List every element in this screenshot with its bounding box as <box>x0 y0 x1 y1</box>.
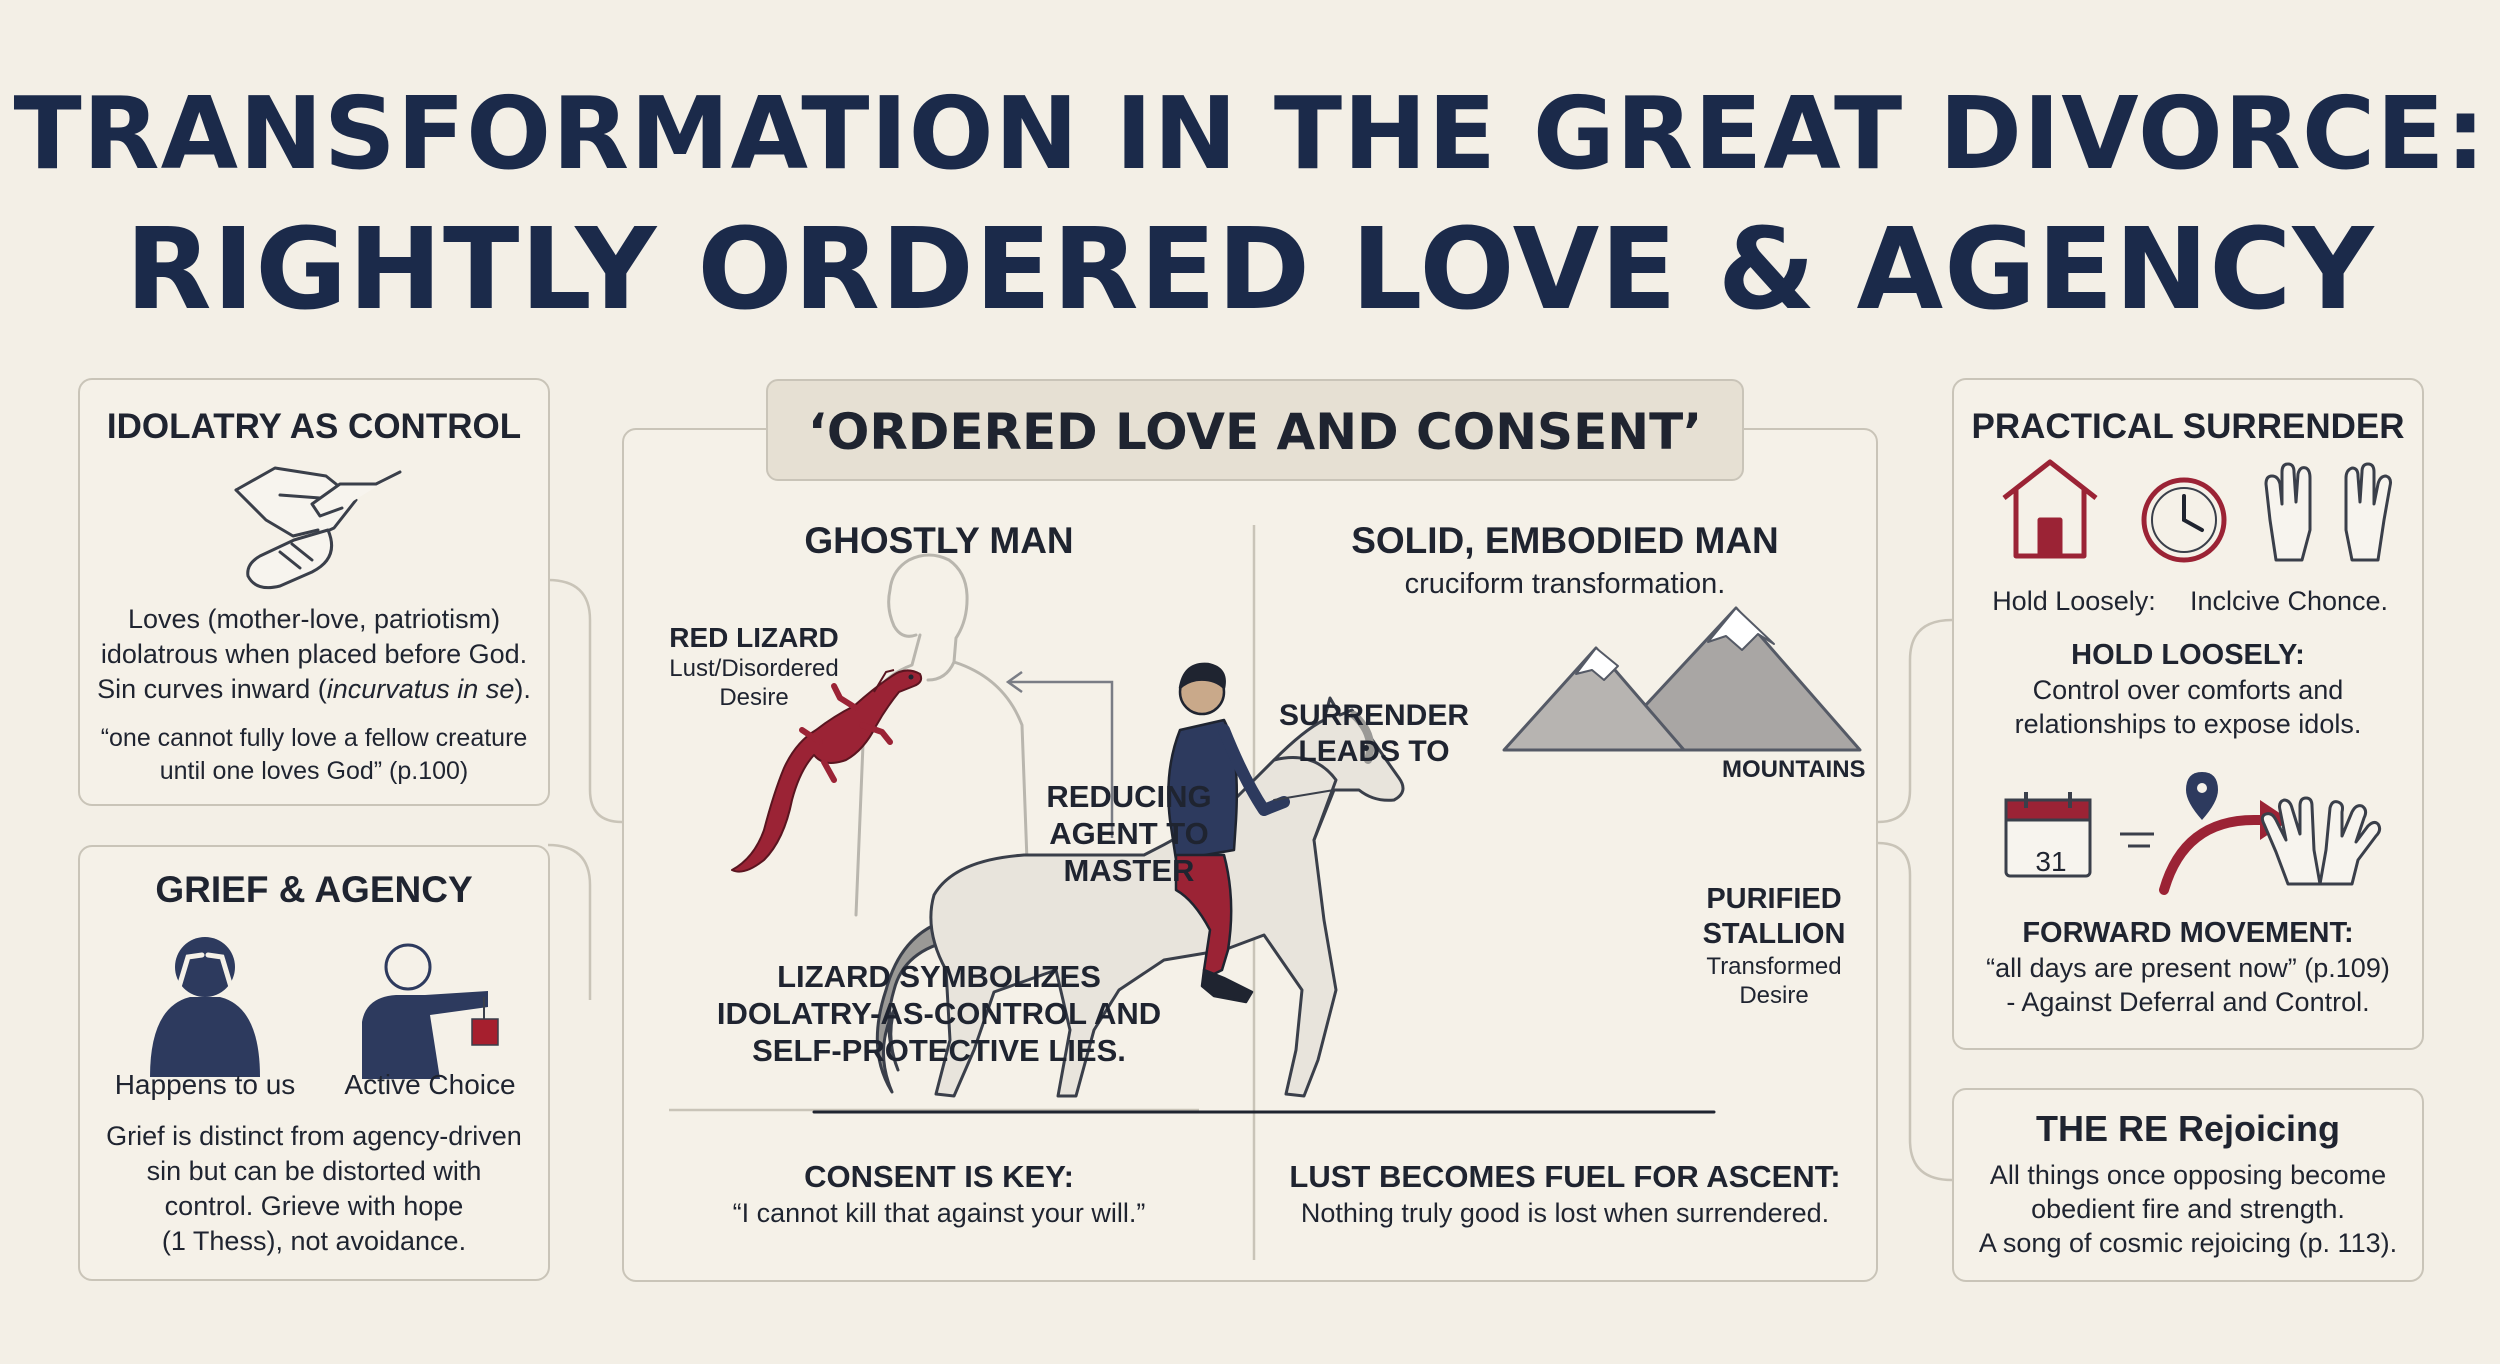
rejoicing-panel: THE RE Rejoicing All things once opposin… <box>1952 1088 2424 1282</box>
idolatry-panel: IDOLATRY AS CONTROL Loves (mother-love, … <box>78 378 550 806</box>
page-title-line2: RIGHTLY ORDERED LOVE & AGENCY <box>125 205 2375 335</box>
practical-heading: PRACTICAL SURRENDER <box>1971 407 2405 446</box>
forward-movement-text-2: - Against Deferral and Control. <box>2006 987 2370 1017</box>
lizard-symbolizes-2: IDOLATRY-AS-CONTROL AND <box>716 996 1162 1031</box>
active-choice-person-icon <box>362 943 499 1079</box>
grief-label-left: Happens to us <box>114 1069 296 1100</box>
solid-man-heading: SOLID, EMBODIED MAN <box>1351 520 1779 561</box>
grief-panel: GRIEF & AGENCY Happens to us Active Choi… <box>78 845 550 1281</box>
red-lizard-icon <box>731 669 923 873</box>
ghostly-man-heading: GHOSTLY MAN <box>804 520 1074 561</box>
mountains-label: MOUNTAINS <box>1722 756 1866 783</box>
idolatry-text-3: Sin curves inward (incurvatus in se). <box>97 674 531 704</box>
lust-fuel-title: LUST BECOMES FUEL FOR ASCENT: <box>1289 1159 1841 1194</box>
reducing-line-1: REDUCING <box>1046 779 1212 814</box>
lizard-symbolizes-3: SELF-PROTECTIVE LIES. <box>752 1033 1126 1068</box>
hold-loosely-text-1: Control over comforts and <box>2032 675 2344 705</box>
stallion-line-4: Desire <box>1739 982 1809 1009</box>
idolatry-quote-2: until one loves God” (p.100) <box>159 757 469 785</box>
grief-icons <box>150 937 499 1079</box>
mountains-icon <box>1502 606 1862 752</box>
rejoicing-heading: THE RE Rejoicing <box>2035 1108 2341 1149</box>
practical-icons <box>2002 459 2392 895</box>
reducing-line-2: AGENT TO <box>1049 816 1209 851</box>
center-banner-text: ‘ORDERED LOVE AND CONSENT’ <box>807 403 1703 461</box>
forward-arrow-icon <box>2120 772 2290 895</box>
rejoicing-text-2: obedient fire and strength. <box>2031 1194 2345 1224</box>
red-lizard-title: RED LIZARD <box>669 622 839 653</box>
holding-hands-icon <box>234 466 402 590</box>
center-divider-and-illustrations <box>669 525 1862 1260</box>
consent-quote: “I cannot kill that against your will.” <box>732 1198 1146 1228</box>
stallion-line-3: Transformed <box>1706 953 1842 980</box>
grief-text-2: sin but can be distorted with <box>146 1156 482 1186</box>
stallion-line-1: PURIFIED <box>1706 883 1842 915</box>
idolatry-text-2: idolatrous when placed before God. <box>100 639 528 669</box>
center-panel: GHOSTLY MAN RED LIZARD Lust/Disordered D… <box>622 428 1878 1282</box>
grieving-person-icon <box>150 937 260 1077</box>
house-icon <box>2002 459 2098 559</box>
open-hands-icon <box>2264 462 2392 562</box>
idolatry-text-1: Loves (mother-love, patriotism) <box>127 604 501 634</box>
solid-man-subheading: cruciform transformation. <box>1404 568 1726 600</box>
idolatry-quote-1: “one cannot fully love a fellow creature <box>100 724 528 752</box>
practical-surrender-panel: PRACTICAL SURRENDER <box>1952 378 2424 1050</box>
red-lizard-sub-1: Lust/Disordered <box>669 655 839 682</box>
icon-label-hold-loosely: Hold Loosely: <box>1992 586 2156 616</box>
grief-text-1: Grief is distinct from agency-driven <box>106 1121 522 1151</box>
releasing-hands-icon <box>2260 796 2382 886</box>
forward-movement-text-1: “all days are present now” (p.109) <box>1986 953 2390 983</box>
rider-figure <box>1167 662 1335 1004</box>
grief-text-3: control. Grieve with hope <box>164 1191 464 1221</box>
lust-fuel-text: Nothing truly good is lost when surrende… <box>1300 1198 1830 1228</box>
red-lizard-sub-2: Desire <box>719 684 789 711</box>
page-title-line1: TRANSFORMATION IN THE GREAT DIVORCE: <box>13 75 2487 192</box>
forward-movement-title: FORWARD MOVEMENT: <box>2022 917 2354 949</box>
center-banner: ‘ORDERED LOVE AND CONSENT’ <box>766 379 1744 481</box>
calendar-day: 31 <box>2035 846 2067 877</box>
rejoicing-text-3: A song of cosmic rejoicing (p. 113). <box>1978 1228 2398 1258</box>
surrender-line-2: LEADS TO <box>1298 735 1450 768</box>
consent-title: CONSENT IS KEY: <box>804 1159 1074 1194</box>
grief-label-right: Active Choice <box>344 1069 516 1100</box>
idolatry-heading: IDOLATRY AS CONTROL <box>106 407 522 446</box>
rejoicing-text-1: All things once opposing become <box>1989 1160 2387 1190</box>
icon-label-chonce: Inclcive Chonce. <box>2189 586 2389 616</box>
clock-icon <box>2141 477 2227 563</box>
surrender-line-1: SURRENDER <box>1278 699 1470 732</box>
lizard-symbolizes-1: LIZARD SYMBOLIZES <box>777 959 1101 994</box>
stallion-line-2: STALLION <box>1702 918 1846 950</box>
hold-loosely-title: HOLD LOOSELY: <box>2071 639 2305 671</box>
hold-loosely-text-2: relationships to expose idols. <box>2014 709 2362 739</box>
grief-heading: GRIEF & AGENCY <box>155 869 473 910</box>
grief-text-4: (1 Thess), not avoidance. <box>161 1226 467 1256</box>
reducing-line-3: MASTER <box>1063 853 1195 888</box>
calendar-icon <box>2004 792 2092 878</box>
